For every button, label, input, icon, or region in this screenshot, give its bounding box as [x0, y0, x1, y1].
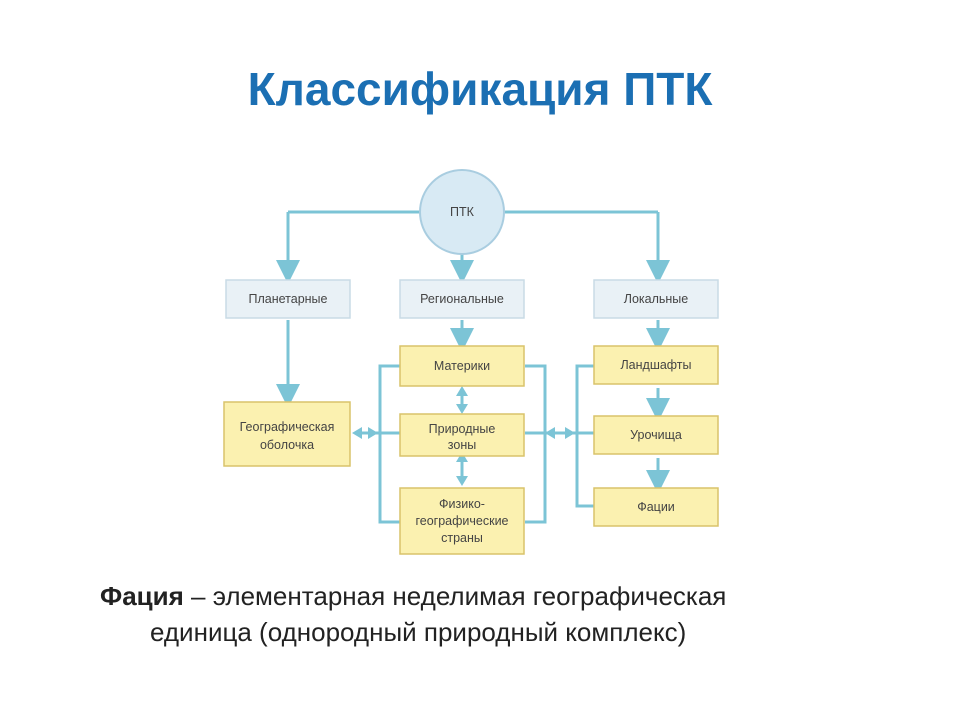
root-node-label: ПТК [450, 205, 475, 219]
root-node [419, 169, 505, 255]
facies-label: Фации [637, 500, 675, 514]
natural-zones-box [399, 413, 525, 457]
landscapes-label: Ландшафты [620, 358, 691, 372]
geo-shell-label-line2: оболочка [260, 438, 314, 452]
definition-text-line2: единица (однородный природный комплекс) [150, 617, 687, 647]
category-regional-label: Региональные [420, 292, 504, 306]
phys-geo-countries-label-line1: Физико- [439, 497, 485, 511]
double-arrow-heads [352, 386, 575, 486]
continents-box [399, 345, 525, 387]
category-local-label: Локальные [624, 292, 689, 306]
facies-box [593, 487, 719, 527]
phys-geo-countries-box [399, 487, 525, 555]
continents-label: Материки [434, 359, 490, 373]
landscapes-box [593, 345, 719, 385]
definition-text-line1: элементарная неделимая географическая [212, 581, 727, 611]
definition-dash: – [183, 581, 213, 611]
facies-definition: Фация – элементарная неделимая географич… [100, 578, 900, 650]
category-planetary-label: Планетарные [249, 292, 328, 306]
category-regional-box [399, 279, 525, 319]
phys-geo-countries-label-line2: географические [415, 514, 508, 528]
category-local-box [593, 279, 719, 319]
geo-shell-label-line1: Географическая [240, 420, 335, 434]
slide-title: Классификация ПТК [247, 63, 713, 115]
natural-zones-label-line2: зоны [448, 438, 476, 452]
natural-zones-label-line1: Природные [429, 422, 496, 436]
geo-shell-box [223, 401, 351, 467]
tracts-label: Урочища [630, 428, 682, 442]
definition-term: Фация [100, 581, 184, 611]
tracts-box [593, 415, 719, 455]
category-planetary-box [225, 279, 351, 319]
phys-geo-countries-label-line3: страны [441, 531, 483, 545]
